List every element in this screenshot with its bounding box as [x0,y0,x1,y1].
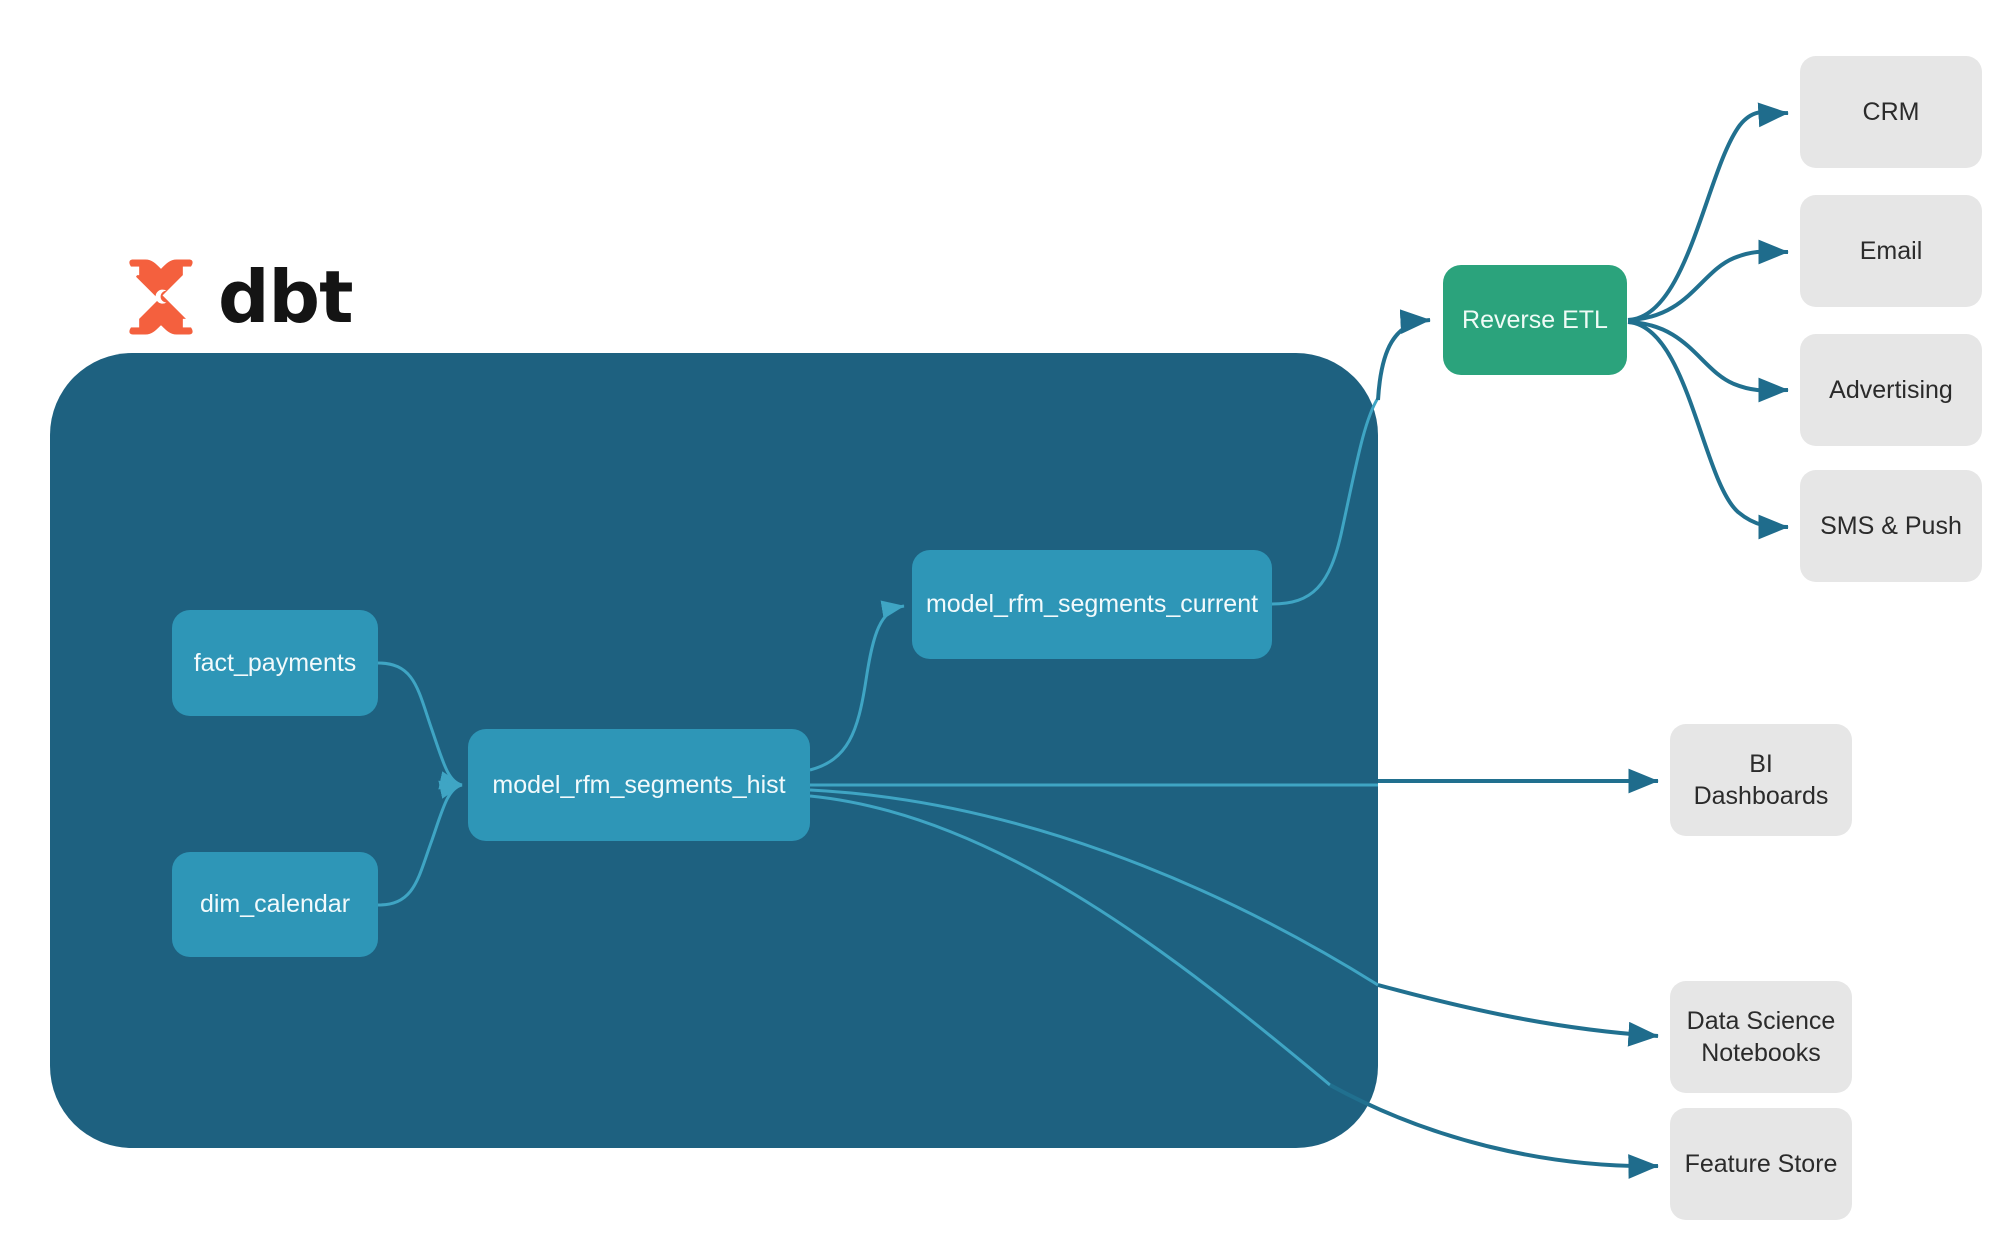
edge-rfm-current-exit [1271,397,1380,606]
ds-notebooks-line-2: Notebooks [1701,1039,1821,1067]
edge-rfm-hist-exit-ds [809,788,1379,987]
node-sms-push[interactable]: SMS & Push [1800,470,1982,582]
ds-notebooks-line-1: Data Science [1686,1006,1836,1035]
node-crm[interactable]: CRM [1800,56,1982,168]
node-model-rfm-segments-current[interactable]: model_rfm_segments_current [912,550,1272,659]
node-fact-payments[interactable]: fact_payments [172,610,378,716]
node-email[interactable]: Email [1800,195,1982,307]
edge-container-to-ds-notebooks [1377,983,1659,1047]
dbt-x-logo-icon [129,259,193,335]
node-feature-store[interactable]: Feature Store [1670,1108,1852,1220]
edge-fact-payments-to-rfm-hist [377,661,463,790]
dbt-wordmark: dbt [218,255,353,339]
node-reverse-etl[interactable]: Reverse ETL [1443,265,1627,375]
edge-reverse-etl-to-email [1627,239,1789,322]
node-dim-calendar[interactable]: dim_calendar [172,852,378,957]
edge-container-to-reverse-etl [1376,309,1431,401]
edge-rfm-hist-exit-fs [809,794,1331,1087]
node-advertising[interactable]: Advertising [1800,334,1982,446]
edge-reverse-etl-to-crm [1627,102,1789,322]
edge-container-to-feature-store [1329,1083,1659,1179]
node-model-rfm-segments-hist[interactable]: model_rfm_segments_hist [468,729,810,841]
edge-dim-calendar-to-rfm-hist [377,780,463,907]
edge-reverse-etl-to-advertising [1627,320,1789,403]
node-bi-dashboards[interactable]: BI Dashboards [1670,724,1852,836]
edge-reverse-etl-to-sms-push [1627,320,1789,540]
node-data-science-notebooks[interactable]: Data Science Notebooks [1670,981,1852,1093]
edge-rfm-hist-to-rfm-current [809,600,905,772]
dbt-brand: dbt [122,258,353,336]
